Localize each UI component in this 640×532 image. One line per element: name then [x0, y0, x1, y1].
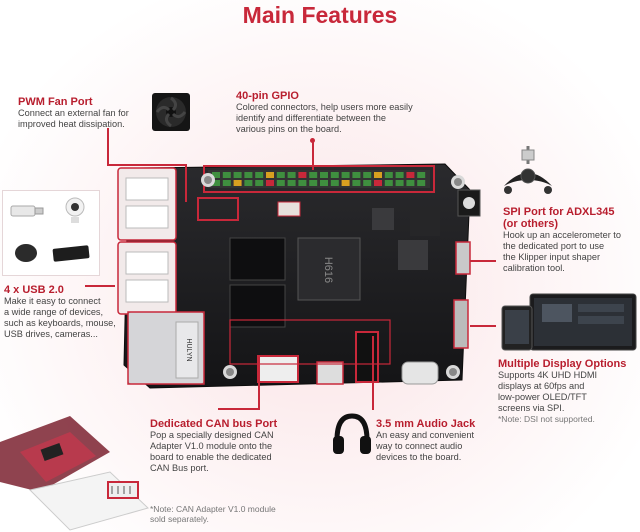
can-leader [258, 356, 260, 410]
module-label: HULYN [185, 338, 192, 361]
usb-desc-3: such as keyboards, mouse, [4, 318, 116, 328]
gpio-desc-2: identify and differentiate between the [236, 113, 387, 123]
feature-pwm: PWM Fan Port Connect an external fan for… [18, 96, 158, 130]
feature-spi: SPI Port for ADXL345 (or others) Hook up… [503, 206, 638, 274]
can-desc-1: Pop a specially designed CAN [150, 430, 274, 440]
can-note-2: sold separately. [150, 514, 209, 524]
display-desc-1: Supports 4K UHD HDMI [498, 370, 598, 380]
audio-leader [372, 336, 374, 410]
feature-audio: 3.5 mm Audio Jack An easy and convenient… [376, 418, 506, 463]
page-title: Main Features [242, 2, 398, 28]
pwm-desc-1: Connect an external fan for [18, 108, 129, 118]
spi-title-2: (or others) [503, 218, 558, 230]
gpio-desc-1: Colored connectors, help users more easi… [236, 102, 413, 112]
board-illustration: HULYN H616 [117, 163, 481, 389]
spi-desc-3: the Klipper input shaper [503, 252, 601, 262]
usb-desc-1: Make it easy to connect [4, 296, 101, 306]
pwm-leader-h [107, 164, 187, 166]
display-desc-2: displays at 60fps and [498, 381, 585, 391]
accelerometer-icon [504, 146, 552, 194]
audio-desc-1: An easy and convenient [376, 430, 475, 440]
keyboard-icon [52, 245, 90, 262]
gpio-leader [312, 140, 314, 170]
feature-can: Dedicated CAN bus Port Pop a specially d… [150, 418, 320, 474]
pwm-leader-v2 [185, 164, 187, 202]
webcam-icon [65, 197, 85, 223]
spi-leader [470, 260, 496, 262]
display-desc-3: low-power OLED/TFT [498, 392, 587, 402]
display-title: Multiple Display Options [498, 358, 627, 370]
spi-desc-1: Hook up an accelerometer to [503, 230, 621, 240]
can-leader-h [218, 408, 260, 410]
display-icon [501, 293, 637, 351]
spi-desc-2: the dedicated port to use [503, 241, 605, 251]
gpio-header [208, 170, 430, 188]
feature-usb: 4 x USB 2.0 Make it easy to connect a wi… [4, 284, 129, 340]
pwm-desc-2: improved heat dissipation. [18, 119, 125, 129]
can-title: Dedicated CAN bus Port [150, 418, 278, 430]
headphones-icon [333, 413, 371, 454]
soc-label: H616 [322, 257, 334, 283]
pwm-title: PWM Fan Port [18, 96, 93, 108]
display-leader [470, 325, 496, 327]
can-desc-4: CAN Bus port. [150, 463, 209, 473]
can-adapter-icon [0, 416, 149, 531]
audio-title: 3.5 mm Audio Jack [376, 418, 476, 430]
feature-gpio: 40-pin GPIO Colored connectors, help use… [236, 90, 436, 135]
audio-desc-2: way to connect audio [376, 441, 463, 451]
usb-leader [85, 285, 115, 287]
spi-desc-4: calibration tool. [503, 263, 565, 273]
usb-title: 4 x USB 2.0 [4, 284, 64, 296]
feature-display: Multiple Display Options Supports 4K UHD… [498, 358, 638, 424]
usb-desc-2: a wide range of devices, [4, 307, 104, 317]
display-desc-4: screens via SPI. [498, 403, 565, 413]
gpio-title: 40-pin GPIO [236, 90, 299, 102]
can-desc-3: board to enable the dedicated [150, 452, 272, 462]
gpio-dot [310, 138, 315, 143]
audio-desc-3: devices to the board. [376, 452, 462, 462]
can-note-1: *Note: CAN Adapter V1.0 module [150, 504, 276, 514]
usb-devices-panel [2, 190, 100, 276]
usb-desc-4: USB drives, cameras... [4, 329, 98, 339]
spi-title-1: SPI Port for ADXL345 [503, 206, 615, 218]
can-desc-2: Adapter V1.0 module onto the [150, 441, 273, 451]
usb-stick-icon [10, 205, 44, 217]
gpio-desc-3: various pins on the board. [236, 124, 342, 134]
display-note: *Note: DSI not supported. [498, 414, 595, 424]
can-note: *Note: CAN Adapter V1.0 module sold sepa… [150, 504, 320, 524]
fan-icon [152, 93, 190, 131]
pwm-leader [107, 128, 109, 166]
mouse-icon [15, 244, 37, 262]
